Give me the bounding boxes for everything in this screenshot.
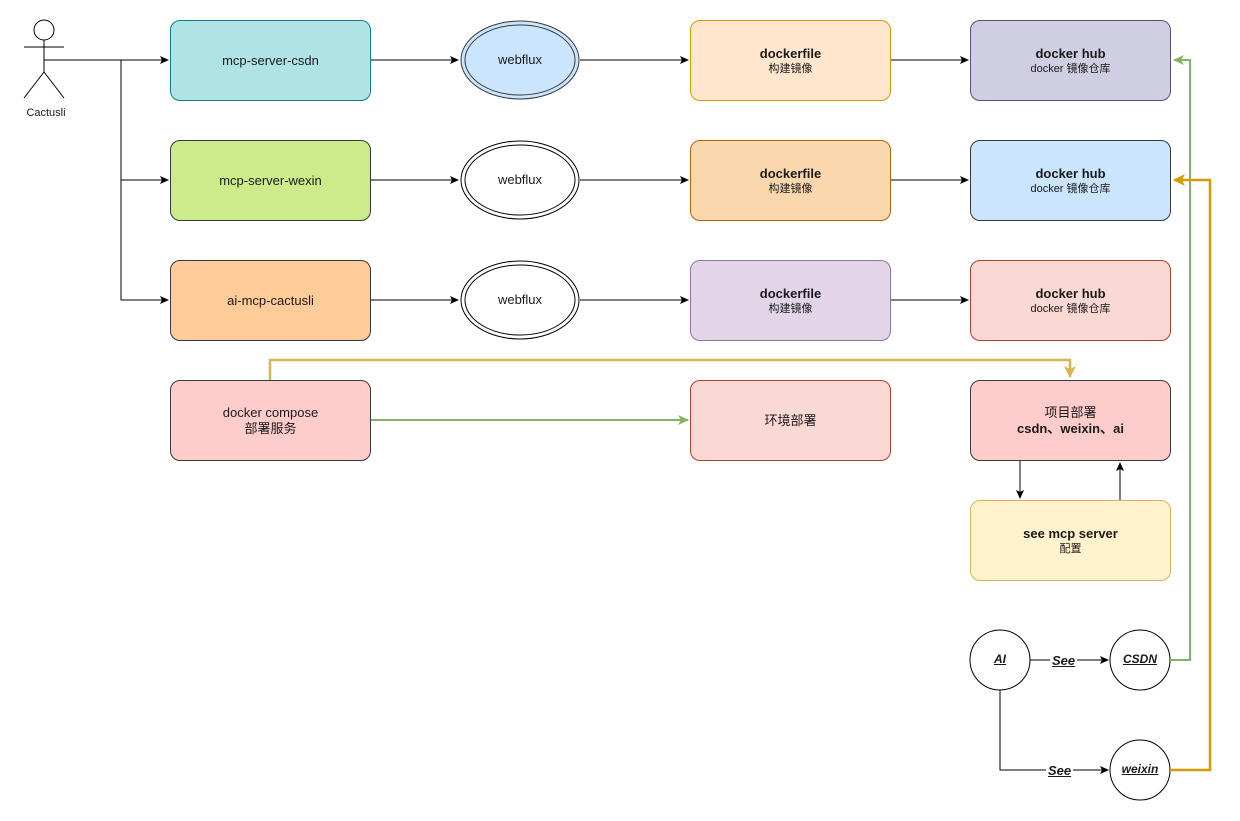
- edge-csdn-to-hub1: [1170, 55, 1191, 661]
- hub-title: docker hub: [1035, 285, 1106, 301]
- service-label: mcp-server-wexin: [219, 172, 322, 188]
- docker-hub-box-1: docker hub docker 镜像仓库: [970, 20, 1171, 101]
- service-label: ai-mcp-cactusli: [227, 292, 314, 308]
- row-arrows: [371, 56, 969, 304]
- project-line1: 项目部署: [1044, 404, 1097, 420]
- edge-label-see-2: See: [1046, 763, 1074, 778]
- ai-label: AI: [994, 652, 1006, 666]
- edge-label-see-1: See: [1050, 653, 1078, 668]
- edge-compose-to-project: [268, 358, 1076, 380]
- hub-title: docker hub: [1035, 165, 1106, 181]
- env-deploy-box: 环境部署: [690, 380, 891, 461]
- csdn-label: CSDN: [1122, 652, 1157, 666]
- service-box-cactusli: ai-mcp-cactusli: [170, 260, 371, 341]
- env-label: 环境部署: [764, 412, 817, 428]
- hub-sub: docker 镜像仓库: [1030, 62, 1111, 75]
- hub-title: docker hub: [1035, 45, 1106, 61]
- service-label: mcp-server-csdn: [222, 52, 319, 68]
- dockerfile-title: dockerfile: [759, 165, 822, 181]
- dockerfile-title: dockerfile: [759, 285, 822, 301]
- dockerfile-sub: 构建镜像: [768, 182, 813, 195]
- dockerfile-title: dockerfile: [759, 45, 822, 61]
- service-box-wexin: mcp-server-wexin: [170, 140, 371, 221]
- compose-line2: 部署服务: [244, 420, 297, 436]
- dockerfile-box-3: dockerfile 构建镜像: [690, 260, 891, 341]
- webflux-label-1: webflux: [497, 52, 543, 67]
- hub-sub: docker 镜像仓库: [1030, 182, 1111, 195]
- service-box-csdn: mcp-server-csdn: [170, 20, 371, 101]
- dockerfile-box-2: dockerfile 构建镜像: [690, 140, 891, 221]
- docker-hub-box-3: docker hub docker 镜像仓库: [970, 260, 1171, 341]
- project-deploy-box: 项目部署 csdn、weixin、ai: [970, 380, 1171, 461]
- webflux-label-2: webflux: [497, 172, 543, 187]
- dockerfile-box-1: dockerfile 构建镜像: [690, 20, 891, 101]
- actor-connectors: [44, 56, 169, 304]
- dockerfile-sub: 构建镜像: [768, 62, 813, 75]
- see-mcp-server-box: see mcp server 配置: [970, 500, 1171, 581]
- dockerfile-sub: 构建镜像: [768, 302, 813, 315]
- docker-hub-box-2: docker hub docker 镜像仓库: [970, 140, 1171, 221]
- edge-weixin-to-hub2: [1170, 174, 1212, 772]
- webflux-label-3: webflux: [497, 292, 543, 307]
- webflux-ellipse-2: [460, 140, 580, 220]
- project-line2: csdn、weixin、ai: [1017, 420, 1124, 436]
- webflux-ellipse-1: [460, 20, 580, 100]
- edge-ai-to-weixin: [999, 690, 1109, 774]
- see-server-sub: 配置: [1059, 542, 1082, 555]
- webflux-ellipse-3: [460, 260, 580, 340]
- docker-compose-box: docker compose 部署服务: [170, 380, 371, 461]
- see-server-title: see mcp server: [1023, 525, 1118, 541]
- hub-sub: docker 镜像仓库: [1030, 302, 1111, 315]
- compose-line1: docker compose: [222, 404, 319, 420]
- actor-icon: [23, 19, 65, 99]
- actor-label: Cactusli: [26, 107, 66, 119]
- weixin-label: weixin: [1121, 762, 1159, 776]
